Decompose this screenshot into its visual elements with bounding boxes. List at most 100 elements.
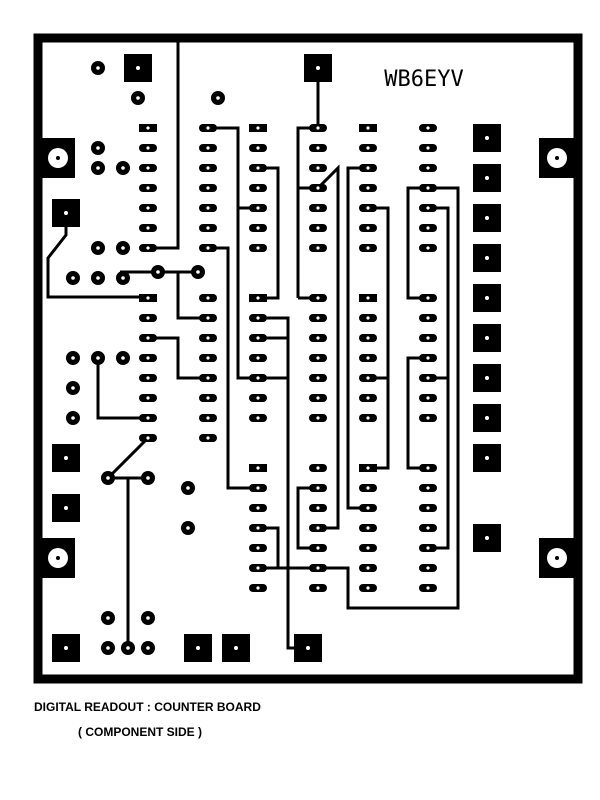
ic-pin-pad (359, 484, 377, 492)
ic-pin-pad (199, 394, 217, 402)
ic-pin-pad (419, 124, 437, 132)
round-pad (151, 265, 165, 279)
ic-pin-pad (249, 184, 267, 192)
mounting-hole (539, 538, 574, 578)
ic-pin-pad (249, 564, 267, 572)
ic-pin-pad (199, 184, 217, 192)
round-pad (141, 611, 155, 625)
ic-pin-pad (139, 374, 157, 382)
ic-pin-pad (249, 524, 267, 532)
trace (258, 166, 280, 300)
round-pad (101, 641, 115, 655)
square-pad (184, 634, 212, 662)
ic-pin-pad (249, 354, 267, 362)
ic-pin-pad (359, 544, 377, 552)
ic-pin-pad (419, 374, 437, 382)
ic-pin-pad (249, 334, 267, 342)
ic-pin-pad (309, 164, 327, 172)
ic-pin-pad (419, 394, 437, 402)
trace (106, 436, 150, 480)
trace (258, 186, 460, 610)
ic-pin-pad (309, 144, 327, 152)
trace (96, 358, 148, 420)
ic-pin-pad (199, 414, 217, 422)
ic-pin-pad (419, 314, 437, 322)
ic-pin-pad (359, 374, 377, 382)
ic-pin-pad (309, 484, 327, 492)
ic-pin-pad (359, 414, 377, 422)
ic-pin-pad (419, 144, 437, 152)
ic-pin-pad (139, 354, 157, 362)
board-title: DIGITAL READOUT : COUNTER BOARD (34, 700, 261, 714)
round-pad (101, 611, 115, 625)
round-pad (66, 271, 80, 285)
ic-pin-pad (359, 564, 377, 572)
trace (208, 246, 258, 490)
square-pad (52, 634, 80, 662)
ic-pin-pad (359, 314, 377, 322)
ic-pin1-pad (139, 294, 157, 302)
ic-pin-pad (419, 584, 437, 592)
ic-pin-pad (199, 124, 217, 132)
ic-pin-pad (419, 504, 437, 512)
round-pad (91, 61, 105, 75)
ic-pin-pad (309, 464, 327, 472)
ic-pin-pad (249, 314, 267, 322)
round-pad (191, 265, 205, 279)
ic-pin-pad (249, 414, 267, 422)
round-pad (141, 471, 155, 485)
trace (208, 126, 290, 380)
edge-connector-pad (473, 164, 501, 192)
square-pad (294, 634, 322, 662)
ic-pin-pad (419, 464, 437, 472)
ic-pin-pad (249, 394, 267, 402)
ic-pin1-pad (139, 124, 157, 132)
ic-pin-pad (199, 314, 217, 322)
ic-pin-pad (359, 524, 377, 532)
edge-connector-pad (473, 244, 501, 272)
ic-pin-pad (309, 584, 327, 592)
edge-connector-pad (473, 124, 501, 152)
ic-pin-pad (139, 144, 157, 152)
ic-pin-pad (139, 204, 157, 212)
round-pad (91, 241, 105, 255)
ic-pin-pad (359, 144, 377, 152)
round-pad (181, 481, 195, 495)
ic-pin-pad (309, 564, 327, 572)
ic-pin1-pad (249, 294, 267, 302)
ic-pin-pad (249, 224, 267, 232)
ic-pin-pad (419, 224, 437, 232)
ic-pin-pad (419, 414, 437, 422)
mounting-hole (41, 538, 75, 578)
ic-pin-pad (419, 204, 437, 212)
ic-pin-pad (249, 144, 267, 152)
round-pad (66, 411, 80, 425)
ic-pin-pad (309, 394, 327, 402)
edge-connector-pad (473, 284, 501, 312)
edge-connector-pad (473, 204, 501, 232)
square-pad (52, 199, 80, 227)
square-pad (52, 444, 80, 472)
trace (46, 213, 148, 299)
ic-pin1-pad (359, 294, 377, 302)
ic-pin-pad (419, 544, 437, 552)
mounting-hole (539, 138, 574, 178)
ic-pin-pad (249, 584, 267, 592)
ic-pin-pad (309, 314, 327, 322)
edge-connector-pad (473, 404, 501, 432)
trace (368, 206, 390, 470)
ic-pin-pad (419, 564, 437, 572)
round-pad (141, 641, 155, 655)
round-pad (91, 351, 105, 365)
trace (296, 486, 318, 550)
ic-pin1-pad (249, 464, 267, 472)
edge-connector-pad (473, 364, 501, 392)
board-subtitle: ( COMPONENT SIDE ) (78, 725, 203, 739)
ic-pin-pad (199, 294, 217, 302)
ic-pin-pad (419, 354, 437, 362)
ic-pin-pad (309, 374, 327, 382)
ic-pin-pad (199, 164, 217, 172)
ic-pin-pad (359, 354, 377, 362)
ic-pin-pad (309, 244, 327, 252)
square-pad (52, 494, 80, 522)
